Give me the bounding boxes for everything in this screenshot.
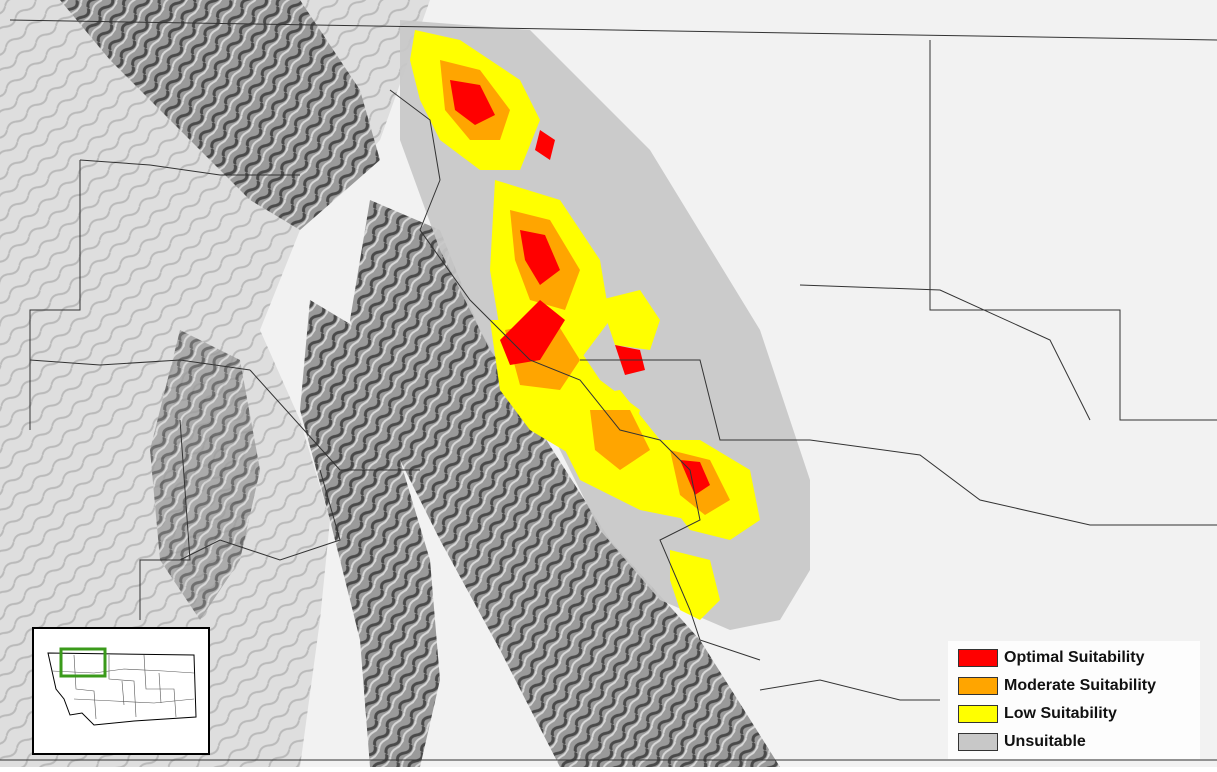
mountain-range-east bbox=[350, 200, 780, 767]
mountain-range-north bbox=[60, 0, 380, 230]
mountain-range-central bbox=[300, 300, 440, 767]
optimal-suitability-layer bbox=[450, 80, 710, 495]
legend-item-unsuitable: Unsuitable bbox=[948, 731, 1086, 753]
legend-swatch-unsuitable bbox=[958, 733, 998, 751]
legend-swatch-low bbox=[958, 705, 998, 723]
legend-swatch-optimal bbox=[958, 649, 998, 667]
map-legend: Optimal Suitability Moderate Suitability… bbox=[948, 641, 1200, 759]
mountain-range-west bbox=[150, 330, 260, 620]
legend-item-low: Low Suitability bbox=[948, 703, 1117, 725]
legend-label-moderate: Moderate Suitability bbox=[1004, 677, 1157, 694]
legend-swatch-moderate bbox=[958, 677, 998, 695]
legend-item-moderate: Moderate Suitability bbox=[948, 675, 1156, 697]
inset-locator-map bbox=[32, 627, 210, 755]
legend-label-optimal: Optimal Suitability bbox=[1004, 649, 1145, 666]
legend-label-unsuitable: Unsuitable bbox=[1004, 733, 1086, 750]
montana-outline-icon bbox=[47, 647, 197, 726]
legend-item-optimal: Optimal Suitability bbox=[948, 647, 1144, 669]
study-area-highlight bbox=[59, 647, 107, 678]
county-boundaries bbox=[0, 19, 1217, 761]
legend-label-low: Low Suitability bbox=[1004, 705, 1117, 722]
